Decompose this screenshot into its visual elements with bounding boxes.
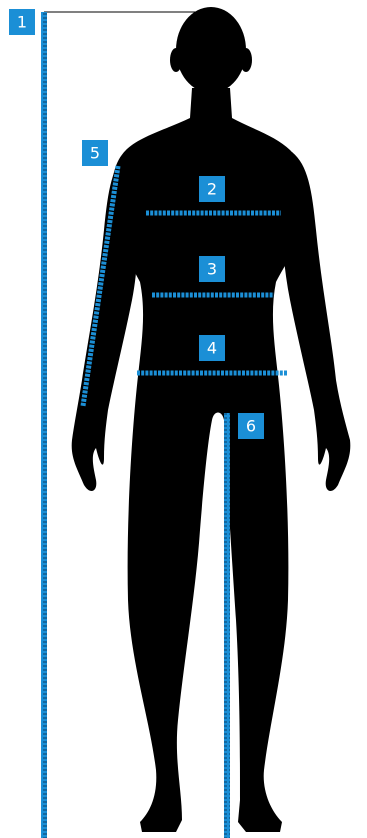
human-silhouette <box>72 7 351 832</box>
badge-4-label: 4 <box>207 339 217 358</box>
silhouette-arm-left <box>72 152 140 491</box>
badge-3-label: 3 <box>207 260 217 279</box>
silhouette-head <box>176 7 246 93</box>
silhouette-ear-left <box>170 48 182 72</box>
badge-6-label: 6 <box>246 417 256 436</box>
height-measure-line <box>41 12 47 838</box>
badge-1-label: 1 <box>17 13 27 32</box>
badge-5-label: 5 <box>90 144 100 163</box>
silhouette-ear-right <box>240 48 252 72</box>
silhouette-arm-right <box>280 152 350 491</box>
inseam-measure-line <box>224 413 230 838</box>
badge-2-label: 2 <box>207 180 217 199</box>
